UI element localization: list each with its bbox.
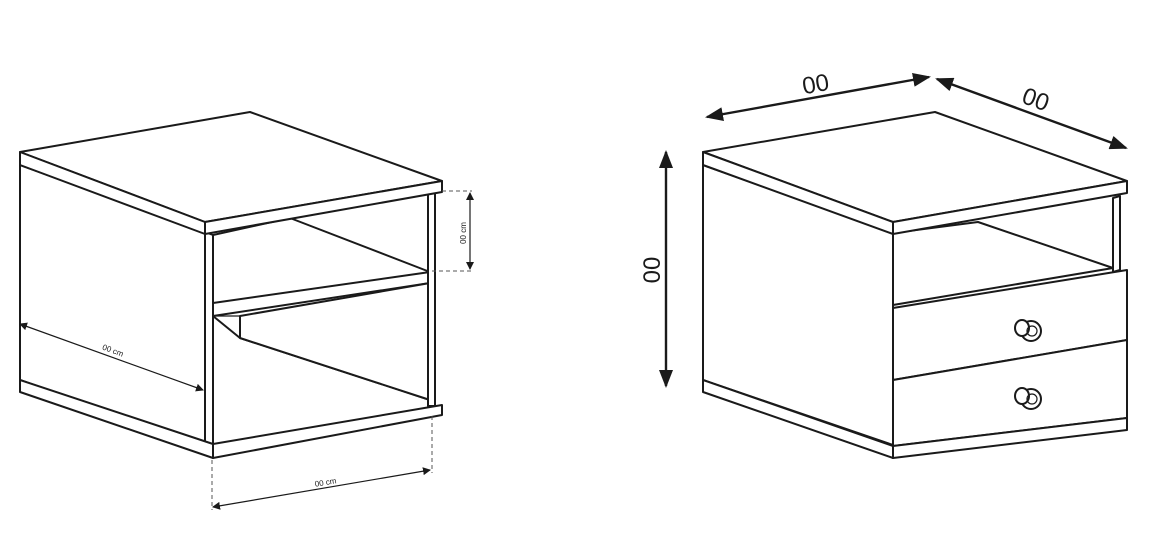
depth-dimension-line <box>19 322 204 392</box>
width-dimension-line <box>212 467 431 510</box>
top-board-side-edge <box>19 151 206 235</box>
width-dimension-arrow <box>705 72 931 122</box>
depth-label: 00 <box>1018 83 1052 118</box>
width-label: 00 <box>800 69 831 100</box>
bottom-board <box>212 404 443 459</box>
compartment-inner-edge <box>977 221 1114 269</box>
height-label: 00 <box>639 257 666 284</box>
shelf-height-label: 00 cm <box>459 222 468 244</box>
right-front-post <box>427 189 436 407</box>
left-front-post <box>204 231 214 446</box>
top-board-side-edge <box>702 151 894 235</box>
lower-drawer-knob[interactable] <box>1014 387 1042 410</box>
upper-drawer-knob[interactable] <box>1014 319 1042 342</box>
drawer-nightstand-drawing: 00 00 00 <box>639 69 1128 459</box>
width-label: 00 cm <box>314 476 337 489</box>
open-nightstand-drawing: 00 cm 00 cm 00 cm <box>19 111 474 510</box>
right-front-post <box>1112 195 1121 273</box>
depth-dimension-arrow <box>935 77 1128 150</box>
